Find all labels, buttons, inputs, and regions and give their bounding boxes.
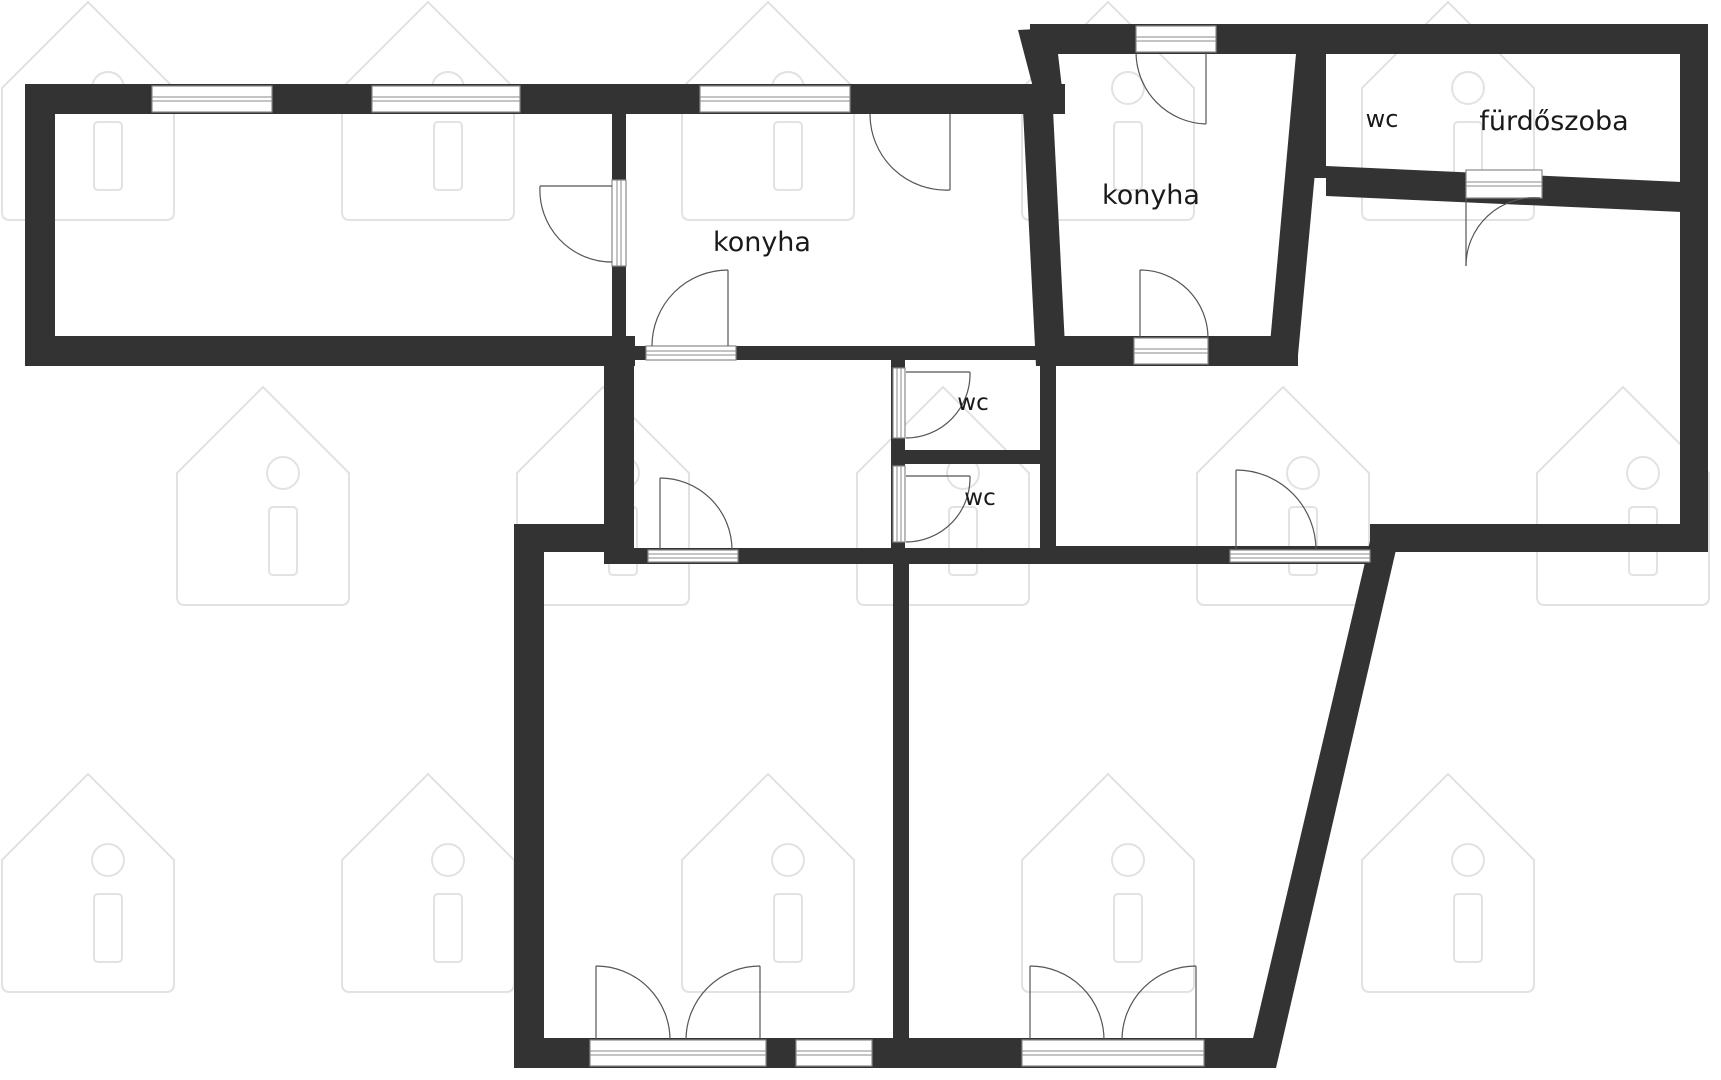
wall: [514, 524, 544, 1068]
house-info-icon: [1, 772, 175, 993]
wall: [514, 524, 609, 552]
room-label-bathroom: fürdőszoba: [1479, 106, 1628, 137]
wall: [896, 450, 1046, 464]
watermark-layer: [1, 0, 1710, 993]
walls: [25, 24, 1708, 1068]
room-label-kitchen-2: konyha: [1102, 180, 1200, 211]
room-label-wc-1: wc: [1366, 105, 1399, 133]
door: [685, 965, 761, 1041]
house-info-icon: [1021, 0, 1195, 221]
house-info-icon: [1361, 772, 1535, 993]
door: [1029, 965, 1105, 1041]
wall: [1022, 90, 1066, 366]
wall: [25, 336, 635, 366]
window: [151, 85, 273, 113]
door: [659, 477, 733, 551]
house-info-icon: [341, 772, 515, 993]
window: [647, 549, 739, 563]
door: [1121, 965, 1197, 1041]
house-info-icon: [681, 772, 855, 993]
wall: [1246, 524, 1402, 1068]
openings: [151, 25, 1543, 1067]
house-info-icon: [1196, 385, 1370, 606]
door: [1465, 197, 1541, 267]
window: [699, 85, 851, 113]
window: [1465, 169, 1543, 199]
house-info-icon: [1021, 772, 1195, 993]
wall: [25, 84, 55, 366]
window: [645, 345, 737, 361]
window: [1135, 25, 1217, 53]
door: [869, 113, 951, 191]
window: [1021, 1039, 1205, 1067]
door: [1139, 269, 1209, 339]
wall: [1304, 24, 1708, 54]
house-info-icon: [856, 385, 1030, 606]
window: [1133, 337, 1209, 365]
window: [892, 367, 906, 439]
wall: [1680, 30, 1708, 552]
wall: [1370, 524, 1708, 552]
door: [905, 475, 971, 543]
door: [905, 371, 971, 439]
window: [795, 1039, 873, 1067]
door: [539, 185, 613, 263]
window: [1229, 549, 1371, 563]
door: [1135, 51, 1207, 125]
room-label-wc-2: wc: [957, 390, 988, 416]
window: [892, 465, 906, 543]
wall: [893, 560, 909, 1060]
door: [1235, 469, 1317, 551]
wall: [1040, 360, 1056, 552]
window: [589, 1039, 767, 1067]
room-label-wc-3: wc: [964, 485, 995, 511]
room-label-kitchen-1: konyha: [713, 227, 811, 258]
window: [371, 85, 521, 113]
window: [611, 179, 627, 267]
door: [651, 269, 729, 347]
door: [595, 965, 671, 1041]
house-info-icon: [176, 385, 350, 606]
room-labels: konyha konyha wc fürdőszoba wc wc: [713, 105, 1629, 511]
wall: [1302, 30, 1326, 178]
